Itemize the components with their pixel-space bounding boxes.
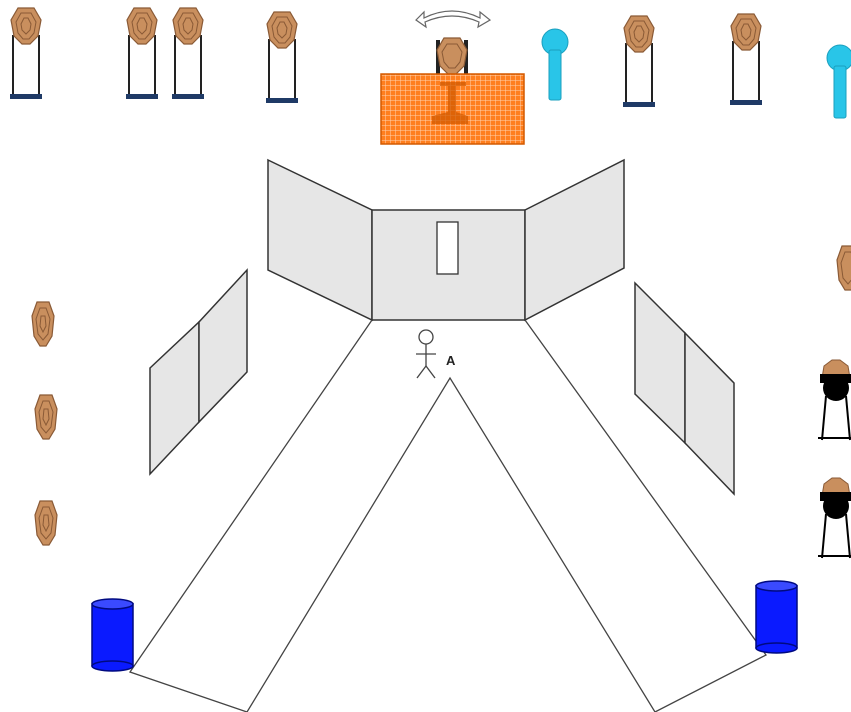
fault-lines	[128, 319, 767, 712]
shooter-figure	[416, 329, 436, 379]
wall-right	[634, 281, 735, 496]
paper-target-stand-4	[266, 11, 298, 103]
wall-window	[436, 221, 459, 275]
barrel-right	[755, 580, 798, 654]
swinger-target	[380, 10, 525, 145]
right-target-partial	[836, 245, 851, 291]
steel-target-2	[818, 477, 851, 559]
wall-top-right	[524, 158, 625, 322]
wall-top-center	[371, 209, 526, 321]
wall-top-left	[267, 158, 373, 322]
paper-target-stand-1	[10, 7, 42, 99]
popper-2	[826, 44, 851, 119]
paper-target-stand-5	[623, 15, 655, 107]
left-target-2	[34, 394, 58, 440]
paper-target-stand-6	[730, 13, 762, 105]
shooter-position-label: A	[446, 353, 456, 368]
paper-target-stand-3	[172, 7, 204, 99]
swing-arrow-icon	[415, 10, 492, 29]
barrel-left	[91, 598, 134, 672]
popper-1	[541, 28, 569, 101]
left-target-1	[31, 301, 55, 347]
paper-target-stand-2	[126, 7, 158, 99]
wall-left	[149, 268, 248, 476]
steel-target-1	[818, 359, 851, 441]
left-target-3	[34, 500, 58, 546]
